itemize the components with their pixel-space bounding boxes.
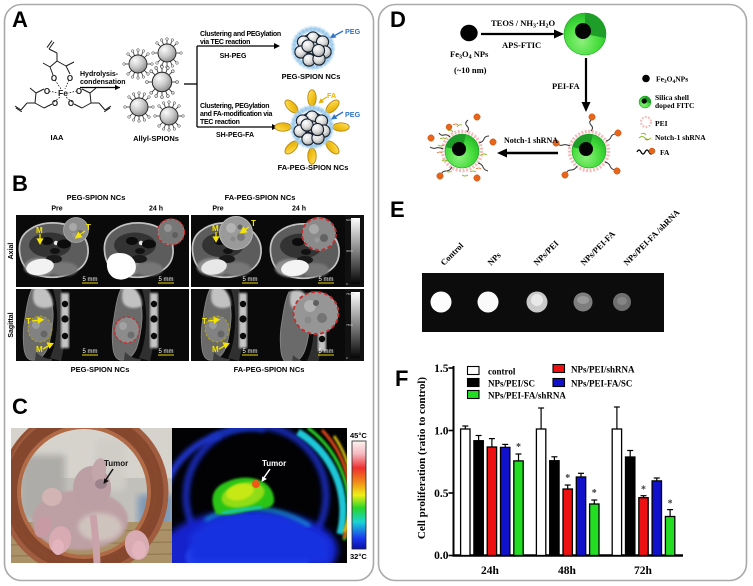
svg-text:5 mm: 5 mm bbox=[83, 349, 98, 355]
svg-text:Fe3O4 NPs: Fe3O4 NPs bbox=[450, 49, 489, 61]
svg-text:NPs/PEI-FA/SC: NPs/PEI-FA/SC bbox=[571, 379, 632, 389]
svg-text:Clustering and PEGylation: Clustering and PEGylation bbox=[200, 31, 281, 38]
svg-text:*: * bbox=[668, 499, 673, 510]
svg-text:F: F bbox=[395, 366, 408, 391]
svg-text:B: B bbox=[12, 171, 28, 196]
svg-text:TEOS / NH3·H2O: TEOS / NH3·H2O bbox=[491, 18, 556, 30]
svg-text:1.0: 1.0 bbox=[434, 426, 449, 438]
svg-text:APS-FTIC: APS-FTIC bbox=[502, 40, 541, 50]
svg-text:FA: FA bbox=[327, 91, 336, 100]
svg-text:32°C: 32°C bbox=[350, 552, 367, 561]
svg-text:PEG-SPION NCs: PEG-SPION NCs bbox=[282, 72, 341, 81]
svg-text:FA-PEG-SPION NCs: FA-PEG-SPION NCs bbox=[234, 365, 305, 374]
svg-text:Allyl-SPIONs: Allyl-SPIONs bbox=[133, 134, 179, 143]
svg-text:PEG-SPION NCs: PEG-SPION NCs bbox=[67, 193, 126, 202]
svg-text:Silica shell: Silica shell bbox=[655, 93, 689, 102]
svg-text:SH-PEG: SH-PEG bbox=[220, 53, 247, 60]
svg-text:M: M bbox=[36, 345, 43, 354]
svg-text:Tumor: Tumor bbox=[262, 459, 286, 468]
svg-text:75000: 75000 bbox=[346, 292, 355, 296]
svg-text:O: O bbox=[68, 99, 74, 108]
svg-text:Notch-1 shRNA: Notch-1 shRNA bbox=[655, 133, 706, 142]
svg-text:Pre: Pre bbox=[212, 206, 223, 213]
svg-text:24 h: 24 h bbox=[149, 206, 163, 213]
svg-text:7500: 7500 bbox=[346, 323, 353, 327]
svg-text:Clustering, PEGylation: Clustering, PEGylation bbox=[200, 103, 269, 110]
svg-text:T: T bbox=[26, 317, 31, 326]
svg-text:Pre: Pre bbox=[51, 206, 62, 213]
svg-text:0: 0 bbox=[346, 356, 348, 360]
svg-text:1.5: 1.5 bbox=[434, 363, 449, 375]
svg-text:Cell proliferation (ratio to c: Cell proliferation (ratio to control) bbox=[416, 377, 428, 539]
svg-text:D: D bbox=[390, 7, 406, 32]
svg-text:O: O bbox=[52, 99, 58, 108]
svg-text:*: * bbox=[641, 485, 646, 496]
svg-text:C: C bbox=[12, 394, 28, 419]
svg-text:O: O bbox=[76, 87, 82, 96]
svg-text:(~10 nm): (~10 nm) bbox=[454, 65, 487, 75]
svg-text:5 mm: 5 mm bbox=[243, 349, 258, 355]
svg-text:PEG-SPION NCs: PEG-SPION NCs bbox=[71, 365, 130, 374]
svg-text:*: * bbox=[592, 488, 597, 499]
svg-text:*: * bbox=[565, 473, 570, 484]
svg-text:T: T bbox=[251, 219, 256, 228]
svg-text:5 mm: 5 mm bbox=[319, 277, 334, 283]
svg-text:3000: 3000 bbox=[346, 249, 353, 253]
svg-text:6000: 6000 bbox=[346, 218, 353, 222]
svg-text:via TEC reaction: via TEC reaction bbox=[200, 39, 250, 46]
svg-text:5 mm: 5 mm bbox=[319, 349, 334, 355]
svg-text:5 mm: 5 mm bbox=[83, 277, 98, 283]
svg-text:condensation: condensation bbox=[80, 79, 126, 86]
svg-text:NPs/PEI-FA/shRNA: NPs/PEI-FA/shRNA bbox=[488, 391, 566, 401]
svg-text:24 h: 24 h bbox=[292, 206, 306, 213]
svg-text:M: M bbox=[36, 226, 43, 235]
svg-text:FA-PEG-SPION NCs: FA-PEG-SPION NCs bbox=[278, 163, 349, 172]
svg-text:M: M bbox=[212, 224, 219, 233]
svg-text:SH-PEG-FA: SH-PEG-FA bbox=[216, 132, 254, 139]
svg-text:doped FITC: doped FITC bbox=[655, 101, 694, 110]
svg-text:Fe: Fe bbox=[58, 88, 68, 98]
svg-text:Fe3O4NPs: Fe3O4NPs bbox=[656, 75, 688, 85]
svg-text:0.5: 0.5 bbox=[434, 488, 449, 500]
svg-text:O: O bbox=[44, 87, 50, 96]
svg-text:5 mm: 5 mm bbox=[243, 277, 258, 283]
svg-text:PEG: PEG bbox=[345, 27, 361, 36]
svg-text:T: T bbox=[202, 317, 207, 326]
svg-text:NPs/PEI/SC: NPs/PEI/SC bbox=[488, 379, 535, 389]
svg-text:5 mm: 5 mm bbox=[159, 277, 174, 283]
svg-text:NPs/PEI/shRNA: NPs/PEI/shRNA bbox=[571, 365, 635, 375]
svg-text:E: E bbox=[390, 197, 405, 222]
svg-text:IAA: IAA bbox=[51, 133, 65, 142]
svg-text:72h: 72h bbox=[634, 565, 653, 577]
svg-text:A: A bbox=[12, 7, 28, 32]
svg-text:0.0: 0.0 bbox=[434, 550, 449, 562]
svg-text:Notch-1 shRNA: Notch-1 shRNA bbox=[504, 136, 558, 145]
svg-text:FA: FA bbox=[660, 148, 670, 157]
svg-text:Sagittal: Sagittal bbox=[8, 312, 15, 337]
svg-text:45°C: 45°C bbox=[350, 431, 367, 440]
svg-text:O: O bbox=[51, 74, 57, 83]
svg-text:0: 0 bbox=[346, 282, 348, 286]
svg-text:Axial: Axial bbox=[8, 243, 15, 260]
svg-text:control: control bbox=[488, 367, 516, 377]
svg-text:FA-PEG-SPION NCs: FA-PEG-SPION NCs bbox=[225, 193, 296, 202]
svg-text:PEI-FA: PEI-FA bbox=[552, 81, 581, 91]
svg-text:M: M bbox=[212, 345, 219, 354]
svg-text:T: T bbox=[86, 223, 91, 232]
svg-text:PEG: PEG bbox=[345, 110, 361, 119]
svg-text:*: * bbox=[516, 442, 521, 453]
svg-text:48h: 48h bbox=[558, 565, 577, 577]
svg-text:TEC reaction: TEC reaction bbox=[200, 119, 240, 126]
svg-text:5 mm: 5 mm bbox=[159, 349, 174, 355]
svg-text:Hydrolysis-: Hydrolysis- bbox=[80, 71, 119, 78]
svg-text:PEI: PEI bbox=[655, 119, 668, 128]
svg-text:and FA-modification via: and FA-modification via bbox=[200, 111, 272, 118]
svg-text:24h: 24h bbox=[481, 565, 500, 577]
svg-text:O: O bbox=[67, 74, 73, 83]
svg-text:Tumor: Tumor bbox=[104, 459, 128, 468]
